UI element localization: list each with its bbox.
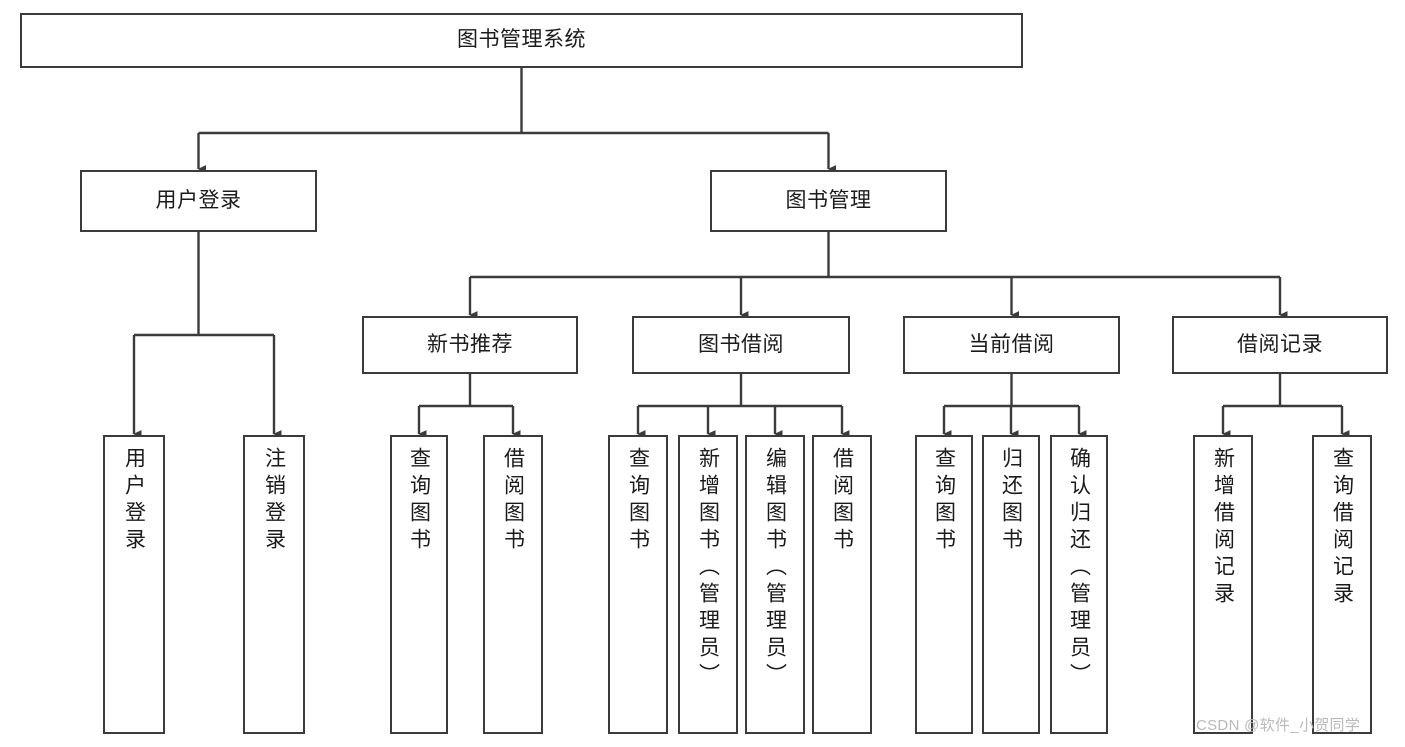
leaf-record-query[interactable]: 查询借阅记录 [1312, 435, 1372, 734]
node-book-borrow[interactable]: 图书借阅 [632, 316, 850, 374]
csdn-watermark: CSDN @软件_小贺同学 [1196, 717, 1361, 734]
leaf-record-add[interactable]: 新增借阅记录 [1193, 435, 1253, 734]
node-user-login[interactable]: 用户登录 [80, 170, 317, 232]
leaf-recommend-query-book[interactable]: 查询图书 [390, 435, 448, 734]
leaf-borrow-borrow-book[interactable]: 借阅图书 [812, 435, 872, 734]
leaf-recommend-borrow-book-label: 借阅图书 [501, 447, 525, 555]
leaf-recommend-borrow-book[interactable]: 借阅图书 [483, 435, 543, 734]
leaf-current-confirm-return[interactable]: 确认归还（管理员） [1050, 435, 1108, 734]
leaf-recommend-query-book-label: 查询图书 [407, 447, 431, 555]
leaf-current-return-book-label: 归还图书 [999, 447, 1023, 555]
node-book-borrow-label: 图书借阅 [698, 332, 784, 356]
node-root-label: 图书管理系统 [457, 28, 586, 52]
node-borrow-record[interactable]: 借阅记录 [1172, 316, 1388, 374]
leaf-borrow-edit-book[interactable]: 编辑图书（管理员） [745, 435, 805, 734]
leaf-record-query-label: 查询借阅记录 [1330, 447, 1354, 609]
leaf-current-query-book-label: 查询图书 [932, 447, 956, 555]
node-current-borrow[interactable]: 当前借阅 [903, 316, 1120, 374]
leaf-borrow-add-book-label: 新增图书（管理员） [696, 447, 720, 690]
leaf-current-query-book[interactable]: 查询图书 [915, 435, 973, 734]
node-book-manage-label: 图书管理 [785, 188, 872, 212]
node-user-login-label: 用户登录 [155, 188, 242, 212]
leaf-borrow-add-book[interactable]: 新增图书（管理员） [678, 435, 738, 734]
leaf-borrow-edit-book-label: 编辑图书（管理员） [763, 447, 787, 690]
node-borrow-record-label: 借阅记录 [1237, 332, 1323, 356]
node-root[interactable]: 图书管理系统 [20, 13, 1023, 68]
connector-lines [132, 68, 1350, 438]
leaf-current-confirm-return-label: 确认归还（管理员） [1067, 447, 1091, 690]
node-new-book-recommendation-label: 新书推荐 [427, 332, 513, 356]
leaf-user-login[interactable]: 用户登录 [103, 435, 165, 734]
node-current-borrow-label: 当前借阅 [968, 332, 1055, 356]
leaf-user-login-label: 用户登录 [122, 447, 146, 555]
leaf-record-add-label: 新增借阅记录 [1211, 447, 1235, 609]
leaf-borrow-query-book[interactable]: 查询图书 [608, 435, 668, 734]
leaf-current-return-book[interactable]: 归还图书 [982, 435, 1040, 734]
leaf-user-logout-label: 注销登录 [262, 447, 286, 555]
leaf-user-logout[interactable]: 注销登录 [243, 435, 305, 734]
leaf-borrow-query-book-label: 查询图书 [626, 447, 650, 555]
leaf-borrow-borrow-book-label: 借阅图书 [830, 447, 854, 555]
node-book-manage[interactable]: 图书管理 [710, 170, 947, 232]
node-new-book-recommendation[interactable]: 新书推荐 [362, 316, 578, 374]
